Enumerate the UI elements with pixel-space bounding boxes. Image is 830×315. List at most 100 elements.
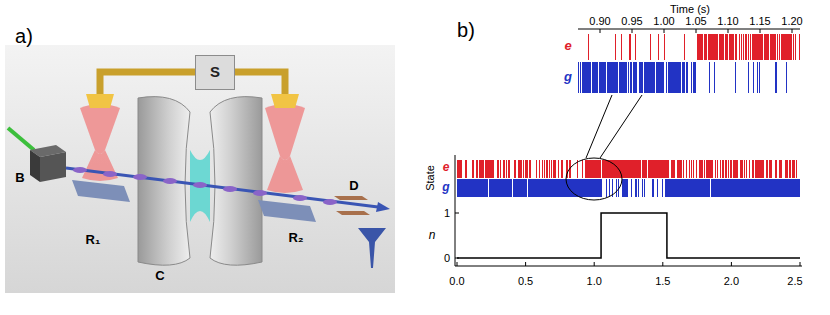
detection-event [535, 179, 536, 197]
detection-event [474, 179, 475, 197]
detection-event [650, 62, 651, 93]
detection-event [748, 34, 749, 60]
detection-event [561, 179, 562, 197]
cavity-mirrors [138, 97, 262, 266]
detection-event [781, 179, 782, 197]
detection-event [667, 160, 668, 178]
detection-event [621, 34, 622, 60]
detection-event [769, 160, 770, 178]
detection-event [580, 179, 581, 197]
photon-number-trace [457, 213, 800, 258]
detection-event [703, 179, 704, 197]
detection-event [728, 179, 729, 197]
detection-event [582, 179, 583, 197]
detection-event [714, 62, 715, 93]
detection-event [709, 160, 710, 178]
detection-event [732, 179, 733, 197]
detection-event [587, 160, 588, 178]
detection-event [771, 160, 772, 178]
detection-event [609, 179, 610, 197]
detection-event [594, 62, 595, 93]
axis-title: State [424, 165, 436, 191]
detection-event [524, 179, 525, 197]
detection-event [766, 34, 767, 60]
detection-event [602, 160, 603, 178]
detection-event [712, 160, 713, 178]
detection-event [578, 179, 579, 197]
detection-event [741, 34, 742, 60]
detection-event [742, 160, 743, 178]
tick-label: 0.5 [518, 275, 533, 287]
detection-event [693, 179, 694, 197]
detection-event [669, 62, 670, 93]
detection-event [461, 160, 462, 178]
detection-event [682, 179, 683, 197]
detection-event [617, 160, 618, 178]
detection-event [519, 160, 520, 178]
detection-event [731, 34, 732, 60]
detection-event [483, 179, 484, 197]
detection-event [758, 34, 759, 60]
detection-event [550, 179, 551, 197]
detection-event [507, 179, 508, 197]
detection-event [725, 179, 726, 197]
detection-event [599, 62, 600, 93]
detection-event [473, 160, 474, 178]
detection-event [625, 179, 626, 197]
detection-event [739, 34, 740, 60]
detection-event [791, 34, 792, 60]
detection-event [679, 62, 680, 93]
detection-event [675, 179, 676, 197]
detection-event [750, 34, 751, 60]
detection-event [600, 160, 601, 178]
detection-event [683, 160, 684, 178]
detection-event [678, 62, 679, 93]
detection-event [693, 160, 694, 178]
detection-event [557, 179, 558, 197]
detection-event [526, 160, 527, 178]
detection-event [636, 160, 637, 178]
detection-event [668, 62, 669, 93]
detection-event [643, 160, 644, 178]
detection-event [791, 179, 792, 197]
detection-event [691, 160, 692, 178]
detection-event [668, 160, 669, 178]
detection-event [757, 179, 758, 197]
detection-event [771, 34, 772, 60]
box-label: S [210, 64, 220, 81]
detection-event [621, 62, 622, 93]
detection-event [489, 179, 490, 197]
detection-event [737, 160, 738, 178]
detection-event [748, 179, 749, 197]
detection-event [666, 179, 667, 197]
detection-event [482, 179, 483, 197]
detection-event [715, 179, 716, 197]
detection-event [547, 160, 548, 178]
detection-event [756, 34, 757, 60]
detection-event [653, 160, 654, 178]
detection-event [626, 160, 627, 178]
detection-event [693, 62, 694, 93]
detection-event [500, 160, 501, 178]
detection-event [672, 62, 673, 93]
detection-event [653, 62, 654, 93]
detection-event [469, 179, 470, 197]
detection-event [508, 160, 509, 178]
detection-event [651, 62, 652, 93]
detection-event [592, 179, 593, 197]
detection-event [763, 179, 764, 197]
detection-event [689, 179, 690, 197]
tick-label: 1.00 [653, 15, 674, 27]
detection-event [635, 62, 636, 93]
detection-event [721, 34, 722, 60]
detection-event [489, 160, 490, 178]
detection-event [606, 179, 607, 197]
detection-event [546, 179, 547, 197]
detection-event [567, 179, 568, 197]
detection-event [487, 179, 488, 197]
detection-event [781, 34, 782, 60]
detection-event [611, 62, 612, 93]
detection-event [670, 179, 671, 197]
detection-event [711, 160, 712, 178]
